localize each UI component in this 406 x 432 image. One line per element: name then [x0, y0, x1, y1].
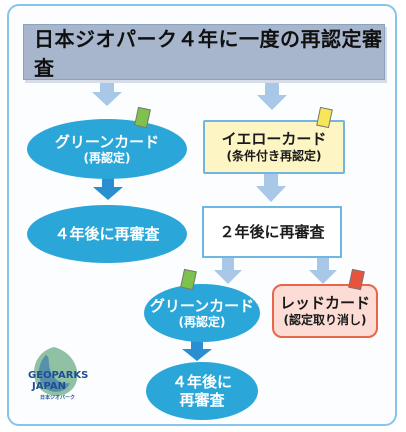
node-label: グリーンカード — [54, 132, 160, 151]
arrow-2yr-to-green — [214, 270, 242, 284]
node-label: レッドカード — [279, 294, 370, 312]
arrow-shaft — [191, 339, 203, 350]
arrow-shaft — [265, 80, 279, 96]
diagram-title: 日本ジオパーク４年に一度の再認定審査 — [34, 27, 383, 80]
node-label: ２年後に再審査 — [219, 223, 325, 241]
node-sublabel: (再認定) — [178, 314, 226, 329]
logo-line-2: JAPAN — [32, 381, 66, 392]
four-year-review-node-1: ４年後に再審査 — [27, 205, 187, 263]
logo-line-3: 日本ジオパーク — [40, 395, 76, 401]
arrow-shaft — [222, 257, 234, 271]
node-label: イエローカード — [221, 130, 327, 148]
arrow-yellow-to-2yr — [256, 186, 286, 202]
arrow-title-to-green — [92, 92, 122, 106]
geoparks-japan-logo-icon — [34, 347, 78, 396]
title-box: 日本ジオパーク４年に一度の再認定審査 — [23, 24, 385, 80]
logo-line-1: GEOPARKS — [28, 370, 89, 381]
arrow-shaft — [317, 257, 329, 271]
node-label: ４年後に再審査 — [54, 225, 160, 243]
arrow-green-to-4yr — [93, 187, 123, 200]
node-label: グリーンカード — [149, 296, 255, 315]
red-card-node: レッドカード (認定取り消し) — [272, 284, 378, 338]
green-card-node-2: グリーンカード (再認定) — [144, 284, 260, 342]
two-year-review-node: ２年後に再審査 — [202, 206, 342, 258]
four-year-review-node-2: ４年後に 再審査 — [146, 362, 258, 420]
arrow-title-to-yellow — [257, 95, 287, 110]
arrow-green2-to-4yr — [182, 349, 212, 361]
node-sublabel: (再認定) — [83, 150, 131, 165]
arrow-2yr-to-red — [309, 270, 337, 284]
node-sublabel: (認定取り消し) — [283, 313, 367, 327]
yellow-card-node: イエローカード (条件付き再認定) — [203, 120, 345, 174]
arrow-shaft — [264, 172, 278, 188]
node-label-line1: ４年後に — [171, 373, 232, 391]
arrow-shaft — [100, 80, 114, 92]
green-card-node-1: グリーンカード (再認定) — [27, 119, 187, 179]
node-sublabel: (条件付き再認定) — [226, 149, 322, 163]
node-label-line2: 再審査 — [179, 391, 225, 409]
